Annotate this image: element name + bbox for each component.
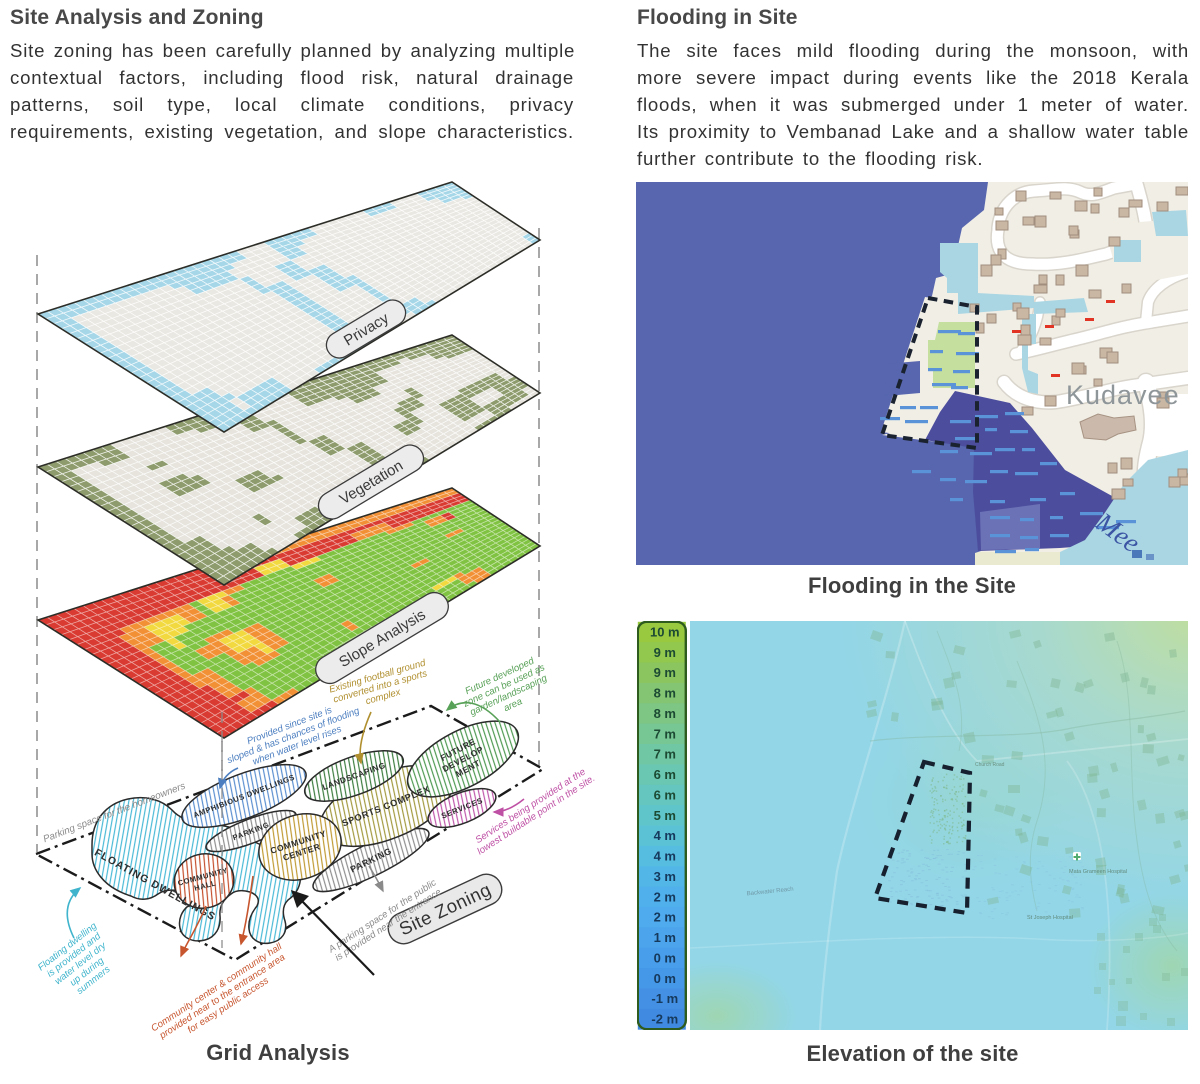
svg-text:St Joseph Hospital: St Joseph Hospital (1027, 915, 1073, 921)
svg-text:1 m: 1 m (654, 930, 676, 945)
svg-text:9 m: 9 m (654, 665, 676, 680)
svg-text:-1 m: -1 m (651, 991, 678, 1006)
svg-text:provided near to the entrance: provided near to the entrance area (157, 952, 287, 1040)
svg-text:Mata Grameen Hospital: Mata Grameen Hospital (1069, 869, 1127, 875)
svg-text:Church Road: Church Road (975, 762, 1005, 768)
svg-text:6 m: 6 m (654, 787, 676, 802)
svg-text:Kudavee: Kudavee (1066, 380, 1180, 410)
svg-text:2 m: 2 m (654, 889, 676, 904)
svg-text:4 m: 4 m (654, 828, 676, 843)
svg-text:0 m: 0 m (654, 950, 676, 965)
svg-text:0 m: 0 m (654, 971, 676, 986)
svg-text:9 m: 9 m (654, 645, 676, 660)
svg-text:-2 m: -2 m (651, 1012, 678, 1027)
svg-text:7 m: 7 m (654, 726, 676, 741)
svg-text:6 m: 6 m (654, 767, 676, 782)
svg-text:2 m: 2 m (654, 910, 676, 925)
svg-text:8 m: 8 m (654, 686, 676, 701)
svg-text:3 m: 3 m (654, 869, 676, 884)
svg-text:8 m: 8 m (654, 706, 676, 721)
svg-text:7 m: 7 m (654, 747, 676, 762)
svg-text:4 m: 4 m (654, 849, 676, 864)
svg-text:Backwater Reach: Backwater Reach (746, 887, 793, 898)
svg-text:10 m: 10 m (650, 624, 680, 639)
svg-text:5 m: 5 m (654, 808, 676, 823)
